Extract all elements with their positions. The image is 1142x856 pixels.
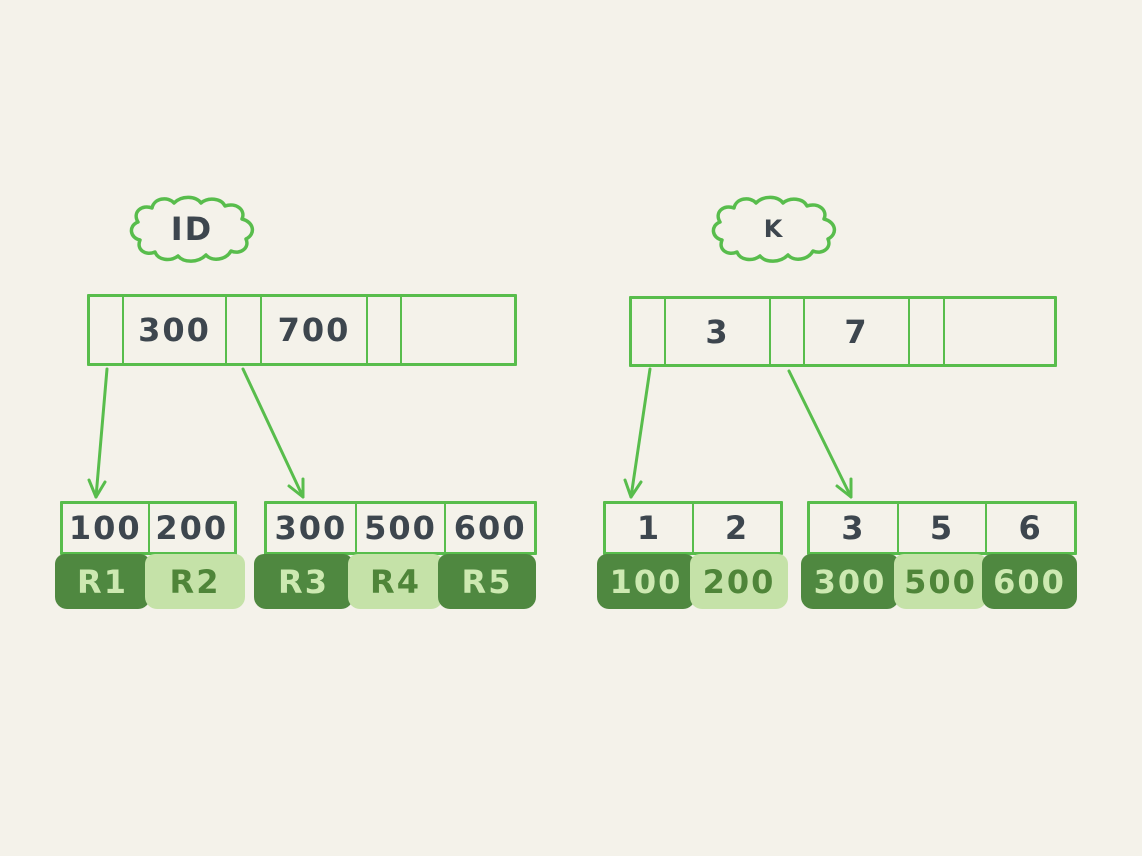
left-leaf2-key-2: 600 (453, 509, 527, 547)
arrow-left-to-leaf2 (241, 367, 305, 499)
left-leaf1-key-1: 200 (155, 509, 229, 547)
left-root-node: 300 700 (87, 294, 517, 366)
right-leaf2-keys: 3 5 6 (807, 501, 1077, 555)
record-cell: 500 (894, 554, 987, 609)
record-cell: R3 (254, 554, 353, 609)
arrow-right-to-leaf1 (623, 367, 652, 499)
left-leaf1-records: R1 R2 (55, 554, 245, 609)
record-cell: 100 (597, 554, 695, 609)
record-cell: R1 (55, 554, 150, 609)
record-cell: R2 (145, 554, 245, 609)
left-leaf1-keys: 100 200 (60, 501, 237, 555)
right-leaf1-records: 100 200 (597, 554, 788, 609)
right-leaf2-key-1: 5 (899, 504, 988, 552)
k-cloud-label: K (763, 215, 785, 243)
left-leaf2-keys: 300 500 600 (264, 501, 537, 555)
record-cell: 200 (690, 554, 788, 609)
left-root-cell-3: 700 (262, 297, 368, 363)
record-cell: 600 (982, 554, 1077, 609)
right-root-cell-4 (910, 299, 945, 364)
left-root-cell-5 (402, 297, 514, 363)
record-cell: R4 (348, 554, 443, 609)
record-cell: R5 (438, 554, 536, 609)
right-leaf1-key-1: 2 (724, 509, 750, 547)
right-leaf2-records: 300 500 600 (801, 554, 1082, 609)
left-leaf1-key-0: 100 (63, 504, 150, 552)
left-root-cell-2 (227, 297, 262, 363)
right-root-node: 3 7 (629, 296, 1057, 367)
left-leaf2-key-1: 500 (357, 504, 447, 552)
id-cloud-label: ID (170, 210, 214, 248)
left-root-cell-0 (90, 297, 124, 363)
right-root-cell-2 (771, 299, 805, 364)
left-leaf2-records: R3 R4 R5 (254, 554, 541, 609)
right-root-cell-3: 7 (805, 299, 910, 364)
left-root-cell-4 (368, 297, 402, 363)
right-root-cell-0 (632, 299, 666, 364)
right-leaf2-key-0: 3 (810, 504, 899, 552)
id-cloud-shape (129, 195, 255, 263)
left-leaf2-key-0: 300 (267, 504, 357, 552)
k-cloud-shape (711, 195, 837, 263)
right-leaf1-keys: 1 2 (603, 501, 783, 555)
right-root-cell-5 (945, 299, 1054, 364)
left-root-cell-1: 300 (124, 297, 227, 363)
right-leaf2-key-2: 6 (1018, 509, 1043, 547)
arrow-right-to-leaf2 (787, 369, 853, 499)
right-root-cell-1: 3 (666, 299, 771, 364)
record-cell: 300 (801, 554, 899, 609)
arrow-left-to-leaf1 (87, 367, 109, 499)
right-leaf1-key-0: 1 (606, 504, 694, 552)
